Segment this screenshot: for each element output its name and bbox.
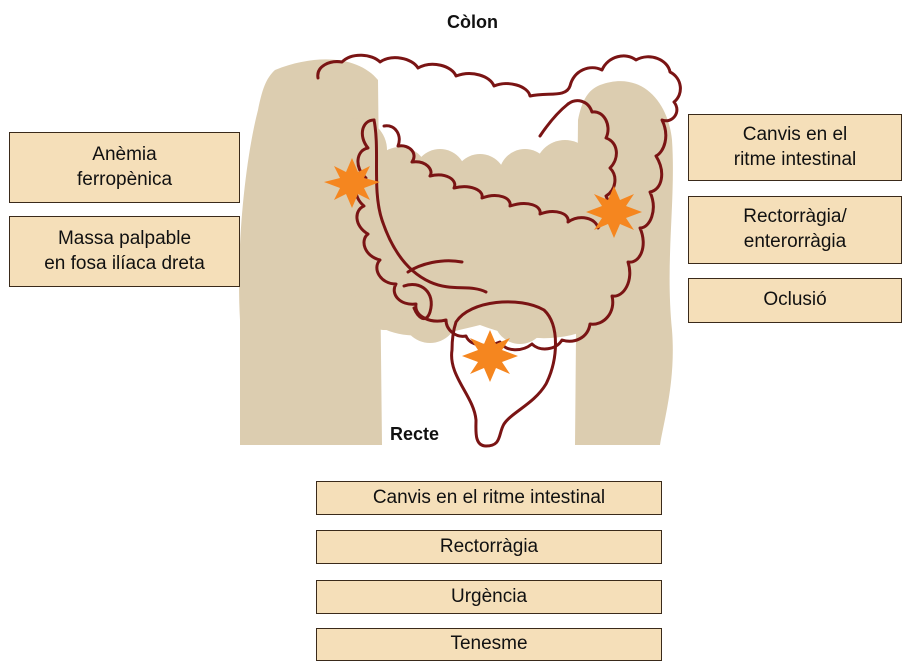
- symptom-line: Rectorràgia/: [743, 205, 847, 230]
- rectal-symptom-box-bowel-habit: Canvis en el ritme intestinal: [316, 481, 662, 515]
- rectal-symptom-box-urgency: Urgència: [316, 580, 662, 614]
- symptom-line: Massa palpable: [44, 227, 205, 252]
- symptom-line: enterorràgia: [743, 230, 847, 255]
- symptom-line: Canvis en el: [734, 123, 857, 148]
- rectal-symptom-box-tenesmus: Tenesme: [316, 628, 662, 661]
- symptom-box-rectal-bleeding: Rectorràgia/enterorràgia: [688, 196, 902, 264]
- symptom-line: Anèmia: [77, 143, 172, 168]
- symptom-line: Oclusió: [763, 288, 826, 313]
- symptom-line: ferropènica: [77, 168, 172, 193]
- symptom-line: ritme intestinal: [734, 148, 857, 173]
- colon-title: Còlon: [447, 12, 498, 33]
- rectum-label: Recte: [390, 424, 439, 445]
- symptom-line: en fosa ilíaca dreta: [44, 252, 205, 277]
- symptom-box-occlusion: Oclusió: [688, 278, 902, 323]
- rectal-symptom-box-bleeding: Rectorràgia: [316, 530, 662, 564]
- body-silhouette: [239, 59, 673, 445]
